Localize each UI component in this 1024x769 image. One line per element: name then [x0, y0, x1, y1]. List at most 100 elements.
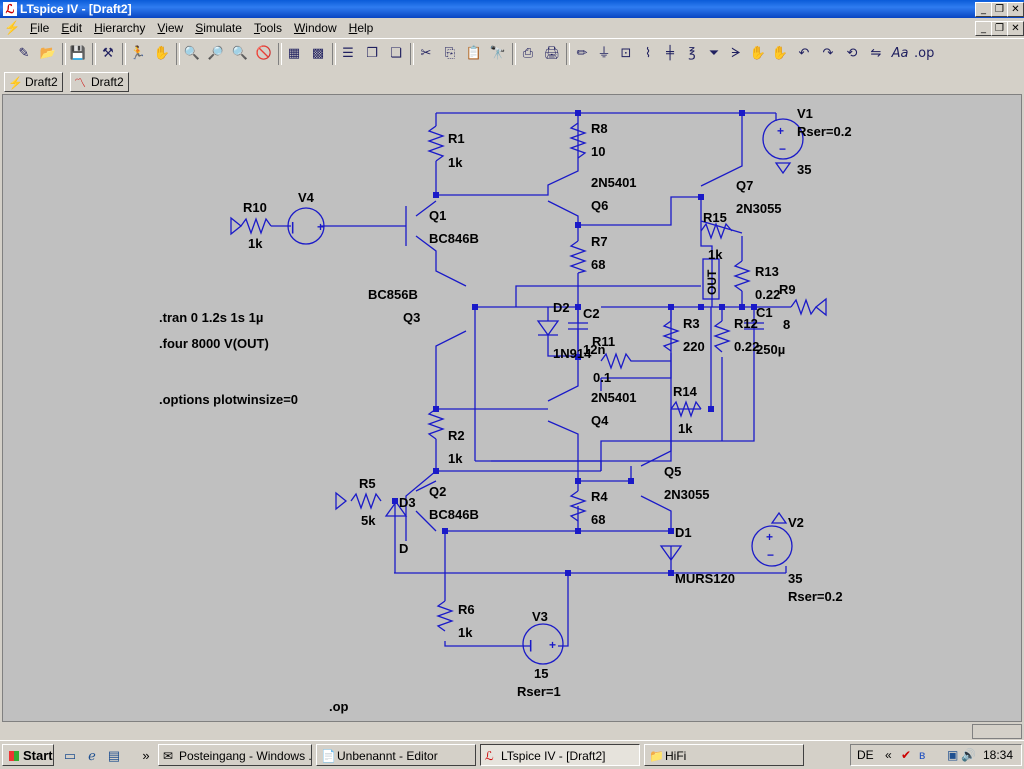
minimize-button[interactable]: _	[975, 2, 992, 17]
label-net-icon[interactable]: ⊡	[620, 46, 632, 61]
print-setup-icon[interactable]: ⎙	[522, 46, 534, 61]
control-panel-icon[interactable]: ⚒	[102, 46, 114, 61]
scrollbar-thumb[interactable]	[972, 724, 1022, 739]
menu-tools[interactable]: Tools	[253, 21, 282, 35]
spice-directives[interactable]: .tran 0 1.2s 1s 1µ .four 8000 V(OUT) .op…	[159, 310, 349, 714]
svg-text:BC846B: BC846B	[429, 507, 479, 522]
zoom-fit-icon[interactable]: 🚫	[255, 46, 273, 61]
internet-explorer-icon[interactable]: ℯ	[88, 748, 96, 763]
svg-text:1k: 1k	[448, 451, 463, 466]
move-icon[interactable]: ✋	[749, 46, 767, 61]
svg-text:|: |	[291, 220, 294, 234]
grid-icon[interactable]: ▩	[311, 46, 325, 61]
svg-text:1k: 1k	[678, 421, 693, 436]
tile-vertical-icon[interactable]: ❏	[390, 46, 402, 61]
schematic-canvas[interactable]: + − + − + | + | R1 1k R8 10 V1 Rser=0.2 …	[2, 94, 1022, 722]
open-icon[interactable]: 📂	[39, 46, 57, 61]
show-desktop-icon[interactable]: ▭	[63, 748, 77, 763]
mdi-close-button[interactable]: ✕	[1007, 21, 1024, 36]
system-tray: DE « ✔ ʙ ▣ 🔊 18:34	[850, 744, 1022, 766]
component-icon[interactable]: ᗒ	[731, 46, 741, 61]
save-icon[interactable]: 💾	[69, 46, 87, 61]
restore-button[interactable]: ❐	[991, 2, 1008, 17]
tile-horizontal-icon[interactable]: ☰	[342, 46, 354, 61]
ltspice-icon[interactable]: ℒ	[3, 2, 17, 16]
new-schematic-icon[interactable]: ✎	[18, 46, 30, 61]
menu-help[interactable]: Help	[348, 21, 374, 35]
op-directive: .op	[329, 699, 349, 714]
svg-text:1k: 1k	[458, 625, 473, 640]
redo-icon[interactable]: ↷	[822, 46, 834, 61]
svg-text:68: 68	[591, 257, 605, 272]
media-icon[interactable]: ▤	[107, 748, 121, 763]
capacitor-icon[interactable]: ╪	[666, 46, 674, 61]
spice-directive-icon[interactable]: .op	[914, 46, 935, 61]
print-icon[interactable]: 🖨	[543, 46, 561, 61]
resistor-icon[interactable]: ⌇	[644, 46, 652, 61]
run-icon[interactable]: 🏃	[129, 46, 147, 61]
svg-text:Q1: Q1	[429, 208, 446, 223]
quicklaunch-more-icon[interactable]: »	[142, 748, 150, 763]
tab-waveform[interactable]: 〽 Draft2	[70, 72, 129, 92]
bluetooth-icon[interactable]: ʙ	[919, 748, 926, 762]
menu-view[interactable]: View	[157, 21, 184, 35]
cascade-icon[interactable]: ❐	[366, 46, 378, 61]
volume-icon[interactable]: 🔊	[961, 748, 976, 762]
svg-text:R11: R11	[592, 334, 615, 349]
svg-text:R5: R5	[359, 476, 376, 491]
zoom-out-icon[interactable]: 🔍	[231, 46, 249, 61]
mirror-icon[interactable]: ⇋	[870, 46, 882, 61]
clock[interactable]: 18:34	[983, 748, 1014, 762]
close-button[interactable]: ✕	[1007, 2, 1024, 17]
document-tabs: ⚡ Draft2 〽 Draft2	[0, 69, 1024, 93]
cut-icon[interactable]: ✂	[420, 46, 432, 61]
svg-text:35: 35	[797, 162, 811, 177]
svg-text:2N3055: 2N3055	[736, 201, 782, 216]
svg-text:+: +	[317, 220, 324, 234]
tray-expand-icon[interactable]: «	[885, 748, 892, 762]
antivirus-icon[interactable]: ✔	[901, 748, 912, 762]
wire-icon[interactable]: ✏	[576, 46, 588, 61]
ground-icon[interactable]: ⏚	[597, 46, 611, 61]
notepad-icon: 📄	[321, 749, 336, 763]
language-indicator[interactable]: DE	[857, 748, 874, 762]
start-button[interactable]: Start	[2, 744, 54, 766]
menu-edit[interactable]: Edit	[61, 21, 83, 35]
text-icon[interactable]: Aa	[891, 46, 909, 61]
svg-text:C2: C2	[583, 306, 600, 321]
menu-simulate[interactable]: Simulate	[195, 21, 242, 35]
task-hifi[interactable]: 📁HiFi	[644, 744, 804, 766]
svg-text:+: +	[777, 124, 784, 138]
menu-hierarchy[interactable]: Hierarchy	[94, 21, 146, 35]
task-editor[interactable]: 📄Unbenannt - Editor	[316, 744, 476, 766]
mail-icon: ✉	[163, 749, 174, 763]
halt-icon[interactable]: ✋	[153, 46, 171, 61]
task-outlook[interactable]: ✉Posteingang - Windows ...	[158, 744, 312, 766]
copy-icon[interactable]: ⎘	[444, 46, 456, 61]
svg-text:D1: D1	[675, 525, 692, 540]
menu-window[interactable]: Window	[293, 21, 337, 35]
mdi-minimize-button[interactable]: _	[975, 21, 992, 36]
inductor-icon[interactable]: ℥	[688, 46, 696, 61]
svg-text:5k: 5k	[361, 513, 376, 528]
schematic-drawing[interactable]: + − + − + | + | R1 1k R8 10 V1 Rser=0.2 …	[3, 95, 1021, 721]
tile-icon[interactable]: ▦	[287, 46, 301, 61]
drag-icon[interactable]: ✋	[771, 46, 789, 61]
mdi-restore-button[interactable]: ❐	[991, 21, 1008, 36]
svg-text:220: 220	[683, 339, 705, 354]
paste-icon[interactable]: 📋	[465, 46, 483, 61]
find-icon[interactable]: 🔭	[489, 46, 507, 61]
pan-icon[interactable]: 🔎	[207, 46, 225, 61]
schematic-icon[interactable]: ⚡	[4, 20, 21, 35]
horizontal-scrollbar[interactable]	[0, 722, 1024, 740]
network-icon[interactable]: ▣	[947, 748, 959, 762]
rotate-icon[interactable]: ⟲	[846, 46, 858, 61]
menu-file[interactable]: File	[30, 21, 50, 35]
diode-icon[interactable]: ⏷	[708, 46, 720, 61]
tab-schematic[interactable]: ⚡ Draft2	[4, 72, 63, 92]
zoom-in-icon[interactable]: 🔍	[183, 46, 201, 61]
svg-text:68: 68	[591, 512, 605, 527]
undo-icon[interactable]: ↶	[798, 46, 810, 61]
svg-text:OUT: OUT	[705, 269, 719, 295]
